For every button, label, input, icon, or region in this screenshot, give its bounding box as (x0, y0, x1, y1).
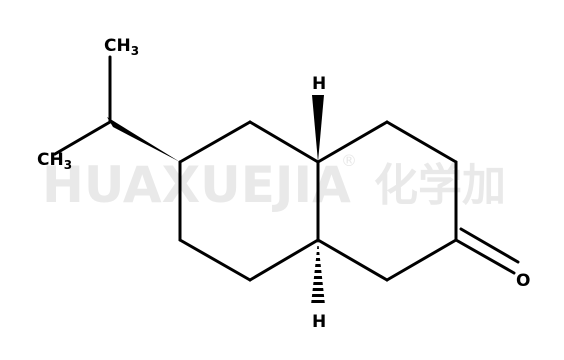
bond-c6-c1 (178, 120, 252, 164)
bond-c4-c5 (178, 238, 252, 282)
h-top-label: H (312, 74, 326, 94)
hash-bond-isopropyl (107, 117, 180, 162)
bond-c10-c3 (316, 238, 389, 282)
hash-bond-bottom (311, 240, 325, 305)
watermark-text: HUAXUEJIA (42, 156, 351, 214)
stereo-bonds (107, 95, 325, 305)
bonds (53, 55, 520, 282)
atom-labels: CH3 CH3 H H O (37, 36, 530, 332)
ch3-top-label: CH3 (104, 36, 139, 58)
watermark: HUAXUEJIA ® 化学加 (42, 151, 506, 214)
bond-isopropyl-left (53, 120, 112, 156)
bond-c3-c4 (248, 238, 320, 282)
bond-c2-c7 (316, 120, 389, 164)
ch3-left-label: CH3 (37, 150, 72, 172)
wedge-bond-top (312, 95, 324, 162)
bond-carbonyl-1 (454, 238, 516, 275)
oxygen-label: O (516, 271, 530, 291)
bond-carbonyl-2 (459, 227, 520, 264)
watermark-registered: ® (341, 151, 357, 170)
bond-c7-c8 (385, 120, 458, 164)
bond-c1-c2 (248, 120, 320, 164)
h-bottom-label: H (312, 312, 326, 332)
bond-c9-c10 (385, 238, 458, 282)
watermark-chinese: 化学加 (374, 160, 506, 211)
